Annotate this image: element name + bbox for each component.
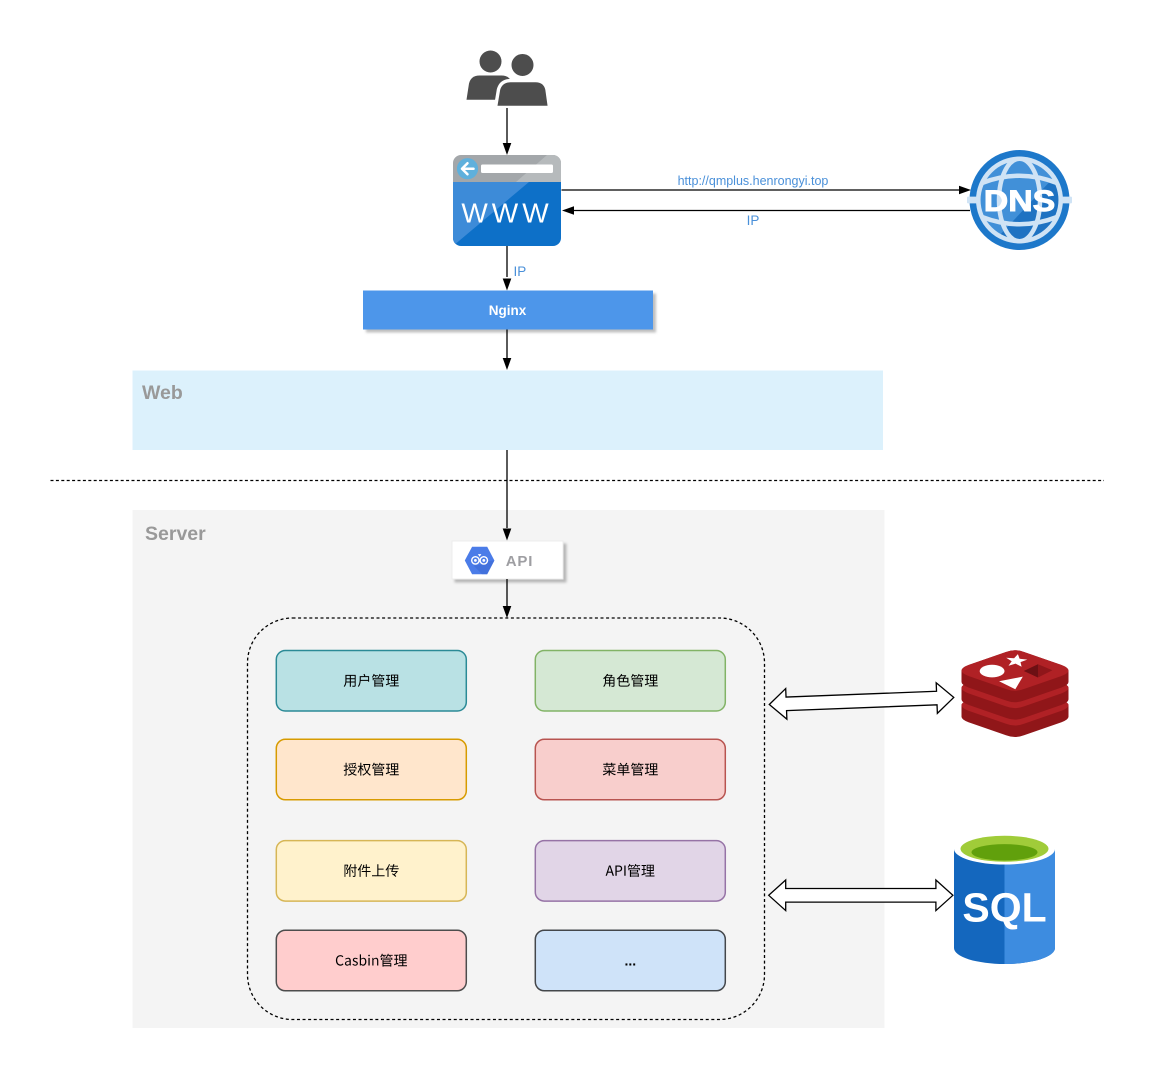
svg-text:IP: IP (514, 264, 527, 279)
svg-text:Web: Web (142, 382, 183, 404)
svg-text:Nginx: Nginx (489, 303, 527, 318)
svg-text:...: ... (624, 953, 636, 969)
svg-text:DNS: DNS (984, 184, 1056, 218)
svg-text:SQL: SQL (962, 885, 1046, 931)
svg-text:Server: Server (145, 523, 206, 545)
svg-text:API: API (506, 553, 533, 570)
svg-text:WWW: WWW (461, 198, 552, 229)
svg-text:http://qmplus.henrongyi.top: http://qmplus.henrongyi.top (678, 174, 829, 188)
svg-text:IP: IP (747, 213, 760, 228)
